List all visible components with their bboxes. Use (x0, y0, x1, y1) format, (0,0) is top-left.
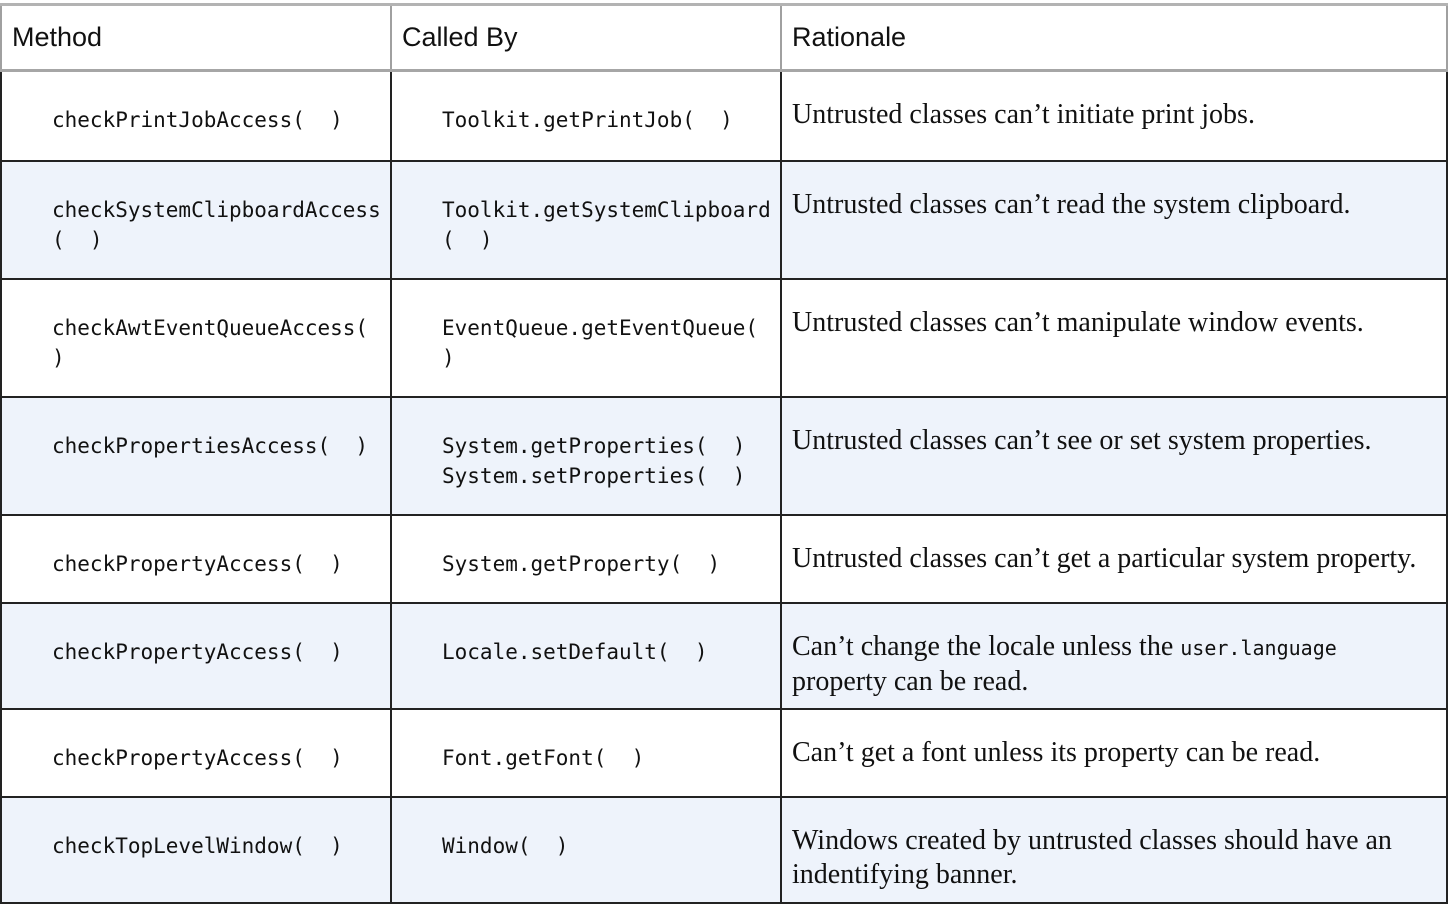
called-by-cell: System.getProperties( )System.setPropert… (390, 395, 782, 516)
method-cell: checkPropertyAccess( ) (0, 601, 392, 710)
header-rationale: Rationale (780, 4, 1448, 72)
header-method: Method (0, 4, 392, 72)
called-by-cell: EventQueue.getEventQueue( ) (390, 277, 782, 398)
method-cell: checkPropertyAccess( ) (0, 707, 392, 798)
table-row: checkTopLevelWindow( ) Window( ) Windows… (0, 795, 1448, 904)
security-checks-table: Method Called By Rationale checkPrintJob… (0, 3, 1448, 904)
table-row: checkPrintJobAccess( ) Toolkit.getPrintJ… (0, 69, 1448, 162)
table-row: checkAwtEventQueueAccess( ) EventQueue.g… (0, 277, 1448, 398)
called-by-cell: System.getProperty( ) (390, 513, 782, 604)
called-by-cell: Font.getFont( ) (390, 707, 782, 798)
table-row: checkSystemClipboardAccess( ) Toolkit.ge… (0, 159, 1448, 280)
method-cell: checkTopLevelWindow( ) (0, 795, 392, 904)
called-by-cell: Toolkit.getPrintJob( ) (390, 69, 782, 162)
method-cell: checkPropertiesAccess( ) (0, 395, 392, 516)
table-row: checkPropertiesAccess( ) System.getPrope… (0, 395, 1448, 516)
rationale-cell: Windows created by untrusted classes sho… (780, 795, 1448, 904)
called-by-cell: Toolkit.getSystemClipboard( ) (390, 159, 782, 280)
inline-code: user.language (1180, 635, 1337, 660)
rationale-cell: Untrusted classes can’t manipulate windo… (780, 277, 1448, 398)
rationale-cell: Can’t change the locale unless the user.… (780, 601, 1448, 710)
rationale-cell: Untrusted classes can’t see or set syste… (780, 395, 1448, 516)
rationale-cell: Can’t get a font unless its property can… (780, 707, 1448, 798)
called-by-cell: Locale.setDefault( ) (390, 601, 782, 710)
method-cell: checkPropertyAccess( ) (0, 513, 392, 604)
rationale-cell: Untrusted classes can’t read the system … (780, 159, 1448, 280)
method-cell: checkAwtEventQueueAccess( ) (0, 277, 392, 398)
table-row: checkPropertyAccess( ) System.getPropert… (0, 513, 1448, 604)
called-by-cell: Window( ) (390, 795, 782, 904)
method-cell: checkPrintJobAccess( ) (0, 69, 392, 162)
rationale-cell: Untrusted classes can’t get a particular… (780, 513, 1448, 604)
header-called-by: Called By (390, 4, 782, 72)
header-row: Method Called By Rationale (0, 4, 1448, 72)
method-cell: checkSystemClipboardAccess( ) (0, 159, 392, 280)
table-row: checkPropertyAccess( ) Locale.setDefault… (0, 601, 1448, 710)
rationale-cell: Untrusted classes can’t initiate print j… (780, 69, 1448, 162)
table-row: checkPropertyAccess( ) Font.getFont( ) C… (0, 707, 1448, 798)
